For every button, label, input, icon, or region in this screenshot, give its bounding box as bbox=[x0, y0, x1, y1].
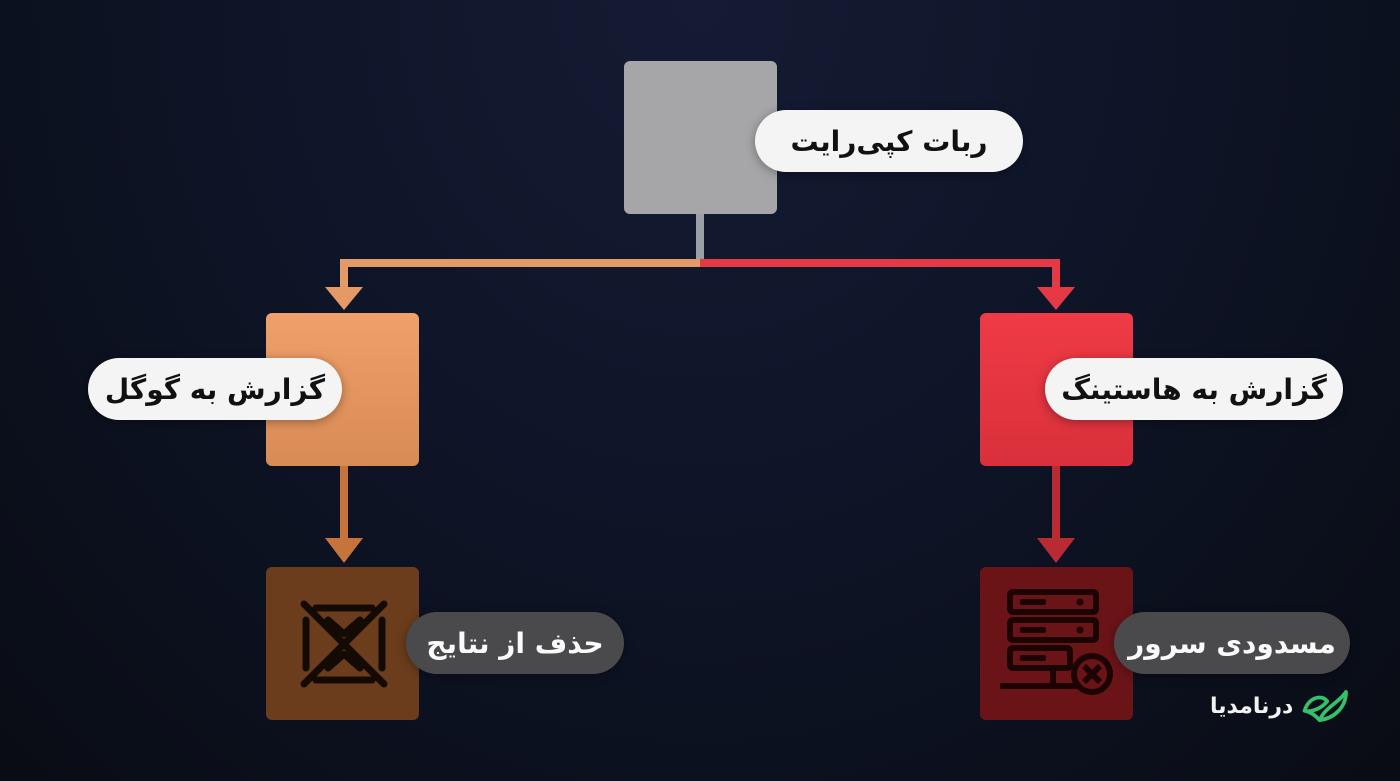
google-to-remove-arrowhead bbox=[325, 538, 363, 563]
hosting-branch-drop bbox=[1052, 259, 1060, 291]
server-block-label: مسدودی سرور bbox=[1114, 612, 1350, 674]
server-blocked-icon bbox=[1000, 589, 1113, 695]
hosting-to-block-line bbox=[1052, 466, 1060, 541]
root-stem-line bbox=[696, 214, 704, 266]
google-branch-arrowhead bbox=[325, 287, 363, 310]
google-branch-drop bbox=[340, 259, 348, 291]
google-to-remove-line bbox=[340, 466, 348, 541]
logo-text: درنامدیا bbox=[1210, 693, 1294, 719]
google-report-label: گزارش به گوگل bbox=[88, 358, 342, 420]
hosting-branch-arrowhead bbox=[1037, 287, 1075, 310]
root-box bbox=[624, 61, 777, 214]
remove-results-label: حذف از نتایج bbox=[406, 612, 624, 674]
hosting-report-label: گزارش به هاستینگ bbox=[1045, 358, 1343, 420]
no-video-icon bbox=[300, 600, 388, 688]
brand-logo: درنامدیا bbox=[1210, 683, 1352, 729]
leaf-icon bbox=[1303, 690, 1349, 722]
hosting-branch-line bbox=[700, 259, 1060, 267]
root-label: ربات کپی‌رایت bbox=[755, 110, 1023, 172]
google-branch-line bbox=[340, 259, 700, 267]
hosting-to-block-arrowhead bbox=[1037, 538, 1075, 563]
